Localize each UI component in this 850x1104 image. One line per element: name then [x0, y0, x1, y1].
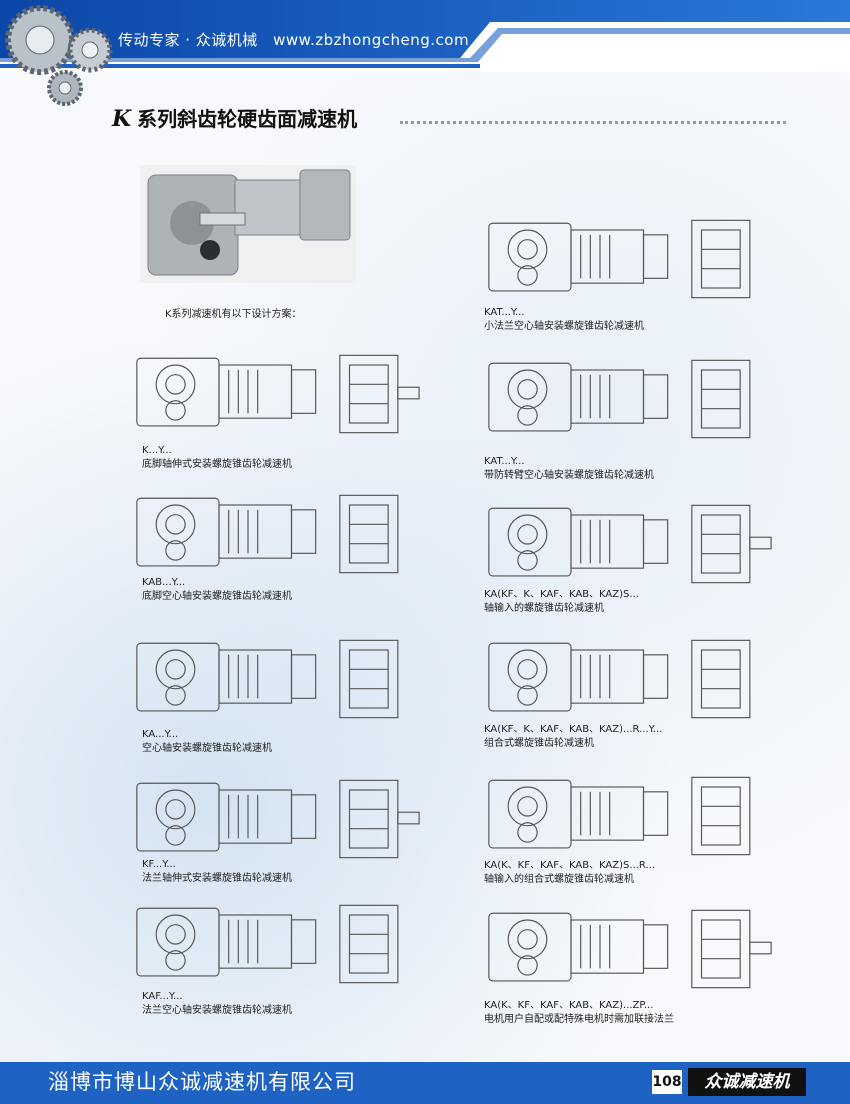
- item-caption: KAF...Y... 法兰空心轴安装螺旋锥齿轮减速机: [142, 990, 292, 1018]
- gearbox-drawing-left-4: [136, 779, 420, 859]
- product-photo: [140, 165, 356, 283]
- header-url[interactable]: www.zbzhongcheng.com: [273, 31, 470, 49]
- item-caption: KA...Y... 空心轴安装螺旋锥齿轮减速机: [142, 728, 272, 756]
- page-number: 108: [652, 1070, 682, 1094]
- item-description: 小法兰空心轴安装螺旋锥齿轮减速机: [484, 321, 644, 332]
- footer-company: 淄博市博山众诚减速机有限公司: [48, 1070, 356, 1094]
- gearbox-drawing-left-3: [136, 639, 399, 719]
- item-description: 电机用户自配或配特殊电机时需加联接法兰: [484, 1014, 674, 1025]
- gearbox-drawing-right-1: [488, 219, 751, 299]
- item-code: KA(K、KF、KAF、KAB、KAZ)...ZP...: [484, 1000, 654, 1011]
- item-description: 法兰空心轴安装螺旋锥齿轮减速机: [142, 1005, 292, 1016]
- item-code: KAF...Y...: [142, 991, 183, 1002]
- item-description: 带防转臂空心轴安装螺旋锥齿轮减速机: [484, 470, 654, 481]
- item-description: 底脚轴伸式安装螺旋锥齿轮减速机: [142, 459, 292, 470]
- intro-text: K系列减速机有以下设计方案：: [165, 309, 302, 320]
- item-caption: KA(KF、K、KAF、KAB、KAZ)S... 轴输入的螺旋锥齿轮减速机: [484, 588, 639, 616]
- item-code: KA(K、KF、KAF、KAB、KAZ)S...R...: [484, 860, 656, 871]
- header-banner: [0, 0, 850, 72]
- gearbox-drawing-left-1: [136, 354, 420, 434]
- gearbox-drawing-left-2: [136, 494, 399, 574]
- item-code: K...Y...: [142, 445, 172, 456]
- item-code: KAB...Y...: [142, 577, 186, 588]
- gearbox-drawing-left-5: [136, 904, 399, 984]
- item-code: KAT...Y...: [484, 456, 525, 467]
- item-description: 组合式螺旋锥齿轮减速机: [484, 738, 594, 749]
- item-caption: K...Y... 底脚轴伸式安装螺旋锥齿轮减速机: [142, 444, 292, 472]
- item-code: KF...Y...: [142, 859, 176, 870]
- item-code: KA(KF、K、KAF、KAB、KAZ)...R...Y...: [484, 724, 663, 735]
- footer-brand: 众诚减速机: [688, 1068, 806, 1096]
- gearbox-drawing-right-4: [488, 639, 751, 719]
- header-slogan: 传动专家 · 众诚机械 www.zbzhongcheng.com: [118, 29, 469, 50]
- item-code: KA...Y...: [142, 729, 179, 740]
- item-caption: KAT...Y... 小法兰空心轴安装螺旋锥齿轮减速机: [484, 306, 644, 334]
- item-description: 底脚空心轴安装螺旋锥齿轮减速机: [142, 591, 292, 602]
- item-description: 法兰轴伸式安装螺旋锥齿轮减速机: [142, 873, 292, 884]
- item-code: KAT...Y...: [484, 307, 525, 318]
- item-caption: KA(K、KF、KAF、KAB、KAZ)S...R... 轴输入的组合式螺旋锥齿轮…: [484, 859, 655, 887]
- item-caption: KA(K、KF、KAF、KAB、KAZ)...ZP... 电机用户自配或配特殊电机…: [484, 999, 674, 1027]
- gearbox-drawing-right-5: [488, 776, 751, 856]
- title-divider: [400, 121, 786, 124]
- gearbox-drawing-right-3: [488, 504, 772, 584]
- gearbox-drawing-right-2: [488, 359, 751, 439]
- item-caption: KAT...Y... 带防转臂空心轴安装螺旋锥齿轮减速机: [484, 455, 654, 483]
- title-text: 系列斜齿轮硬齿面减速机: [137, 107, 358, 131]
- item-description: 空心轴安装螺旋锥齿轮减速机: [142, 743, 272, 754]
- item-caption: KF...Y... 法兰轴伸式安装螺旋锥齿轮减速机: [142, 858, 292, 886]
- title-letter: K: [112, 106, 132, 132]
- gearbox-drawing-right-6: [488, 909, 772, 989]
- gears-logo: [5, 5, 113, 106]
- item-caption: KA(KF、K、KAF、KAB、KAZ)...R...Y... 组合式螺旋锥齿轮减…: [484, 723, 662, 751]
- header-slogan-text: 传动专家 · 众诚机械: [118, 31, 258, 49]
- item-caption: KAB...Y... 底脚空心轴安装螺旋锥齿轮减速机: [142, 576, 292, 604]
- item-description: 轴输入的组合式螺旋锥齿轮减速机: [484, 874, 634, 885]
- item-description: 轴输入的螺旋锥齿轮减速机: [484, 603, 604, 614]
- item-code: KA(KF、K、KAF、KAB、KAZ)S...: [484, 589, 639, 600]
